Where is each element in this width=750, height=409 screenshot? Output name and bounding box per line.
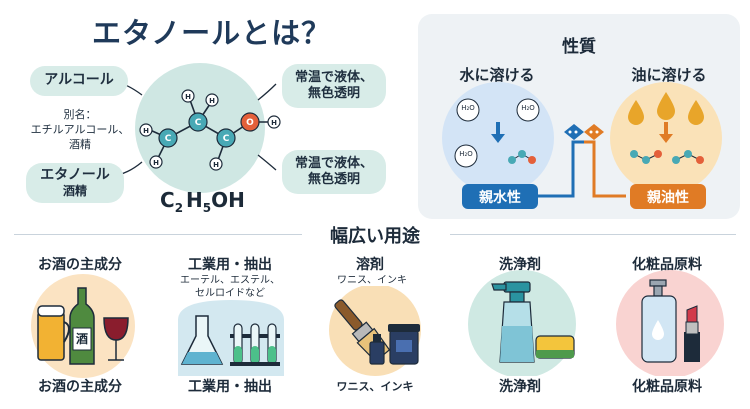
solubility-diagram: [442, 82, 722, 198]
uses-divider-right: [450, 234, 736, 235]
svg-text:C: C: [223, 134, 230, 144]
use-head-liquor: お酒の主成分: [38, 257, 122, 273]
svg-text:H: H: [185, 93, 191, 101]
solvent-illustration: [329, 286, 421, 376]
use-foot-solvent: ワニス、インキ: [336, 380, 414, 393]
pill-state-2-line1: 常温で液体、: [294, 155, 373, 171]
sake-bottle-label: 酒: [75, 332, 88, 346]
formula-c-sub: 2: [174, 201, 184, 215]
formula-h: H: [186, 188, 203, 212]
liquor-illustration: [31, 274, 135, 378]
use-foot-cleaner: 洗浄剤: [499, 379, 541, 395]
hydrogen-atom-3: H: [181, 89, 195, 103]
carbon-atom-2: C: [188, 112, 208, 132]
use-sub-industrial-1: エーテル、エステル、: [180, 275, 280, 286]
properties-title: 性質: [562, 37, 596, 57]
oxygen-atom: O: [240, 112, 260, 132]
use-head-cosmetics: 化粧品原料: [632, 257, 702, 273]
use-foot-cosmetics: 化粧品原料: [632, 379, 702, 395]
use-sub-solvent: ワニス、インキ: [337, 275, 407, 286]
lab-glassware-illustration: [178, 300, 284, 376]
svg-text:H: H: [271, 119, 277, 127]
hydrogen-atom-2: H: [149, 155, 163, 169]
use-foot-liquor: お酒の主成分: [38, 379, 122, 395]
formula-c: C: [160, 188, 175, 212]
lipophilic-badge: 親油性: [630, 184, 706, 209]
alias-label: 別名：: [63, 108, 97, 121]
use-head-solvent: 溶剤: [356, 257, 384, 273]
svg-text:H: H: [143, 127, 149, 135]
oil-soluble-label: 油に溶ける: [631, 66, 707, 84]
water-soluble-label: 水に溶ける: [459, 66, 535, 84]
alias-text: 別名： エチルアルコール、 酒精: [22, 108, 138, 153]
pill-state-1-line1: 常温で液体、: [294, 69, 373, 85]
pill-state-1: 常温で液体、 無色透明: [282, 64, 386, 108]
use-foot-industrial: 工業用・抽出: [188, 379, 272, 395]
cosmetics-illustration: [616, 270, 724, 376]
alias-sake: 酒精: [69, 137, 91, 151]
page-title: エタノールとは？: [92, 16, 332, 50]
uses-divider-left: [14, 234, 302, 235]
svg-text:C: C: [195, 118, 202, 128]
alias-names: エチルアルコール、: [30, 122, 130, 136]
pill-ethanol-line1: エタノール: [40, 166, 110, 183]
use-head-cleaner: 洗浄剤: [499, 257, 541, 273]
lipophilic-label: 親油性: [647, 189, 689, 206]
svg-text:C: C: [165, 134, 172, 144]
hydrophilic-label: 親水性: [479, 189, 521, 206]
pill-alcohol-label: アルコール: [44, 72, 114, 89]
hydrogen-atom-4: H: [205, 93, 219, 107]
uses-title: 幅広い用途: [330, 226, 420, 247]
water-molecule-3: H₂O: [459, 150, 473, 158]
pill-ethanol-line2: 酒精: [62, 184, 87, 199]
use-head-industrial: 工業用・抽出: [188, 257, 272, 273]
hydrophilic-badge: 親水性: [462, 184, 538, 209]
atoms-layer: C C C O H H H H H H: [139, 89, 281, 171]
hydrogen-atom-1: H: [139, 123, 153, 137]
formula-oh: OH: [211, 188, 245, 212]
svg-text:O: O: [246, 118, 254, 128]
pill-alcohol: アルコール: [30, 66, 128, 96]
pill-state-2: 常温で液体、 無色透明: [282, 150, 386, 194]
pill-state-1-line2: 無色透明: [307, 86, 360, 101]
formula-h-sub: 5: [202, 201, 212, 215]
svg-text:H: H: [153, 159, 159, 167]
hydrogen-atom-6: H: [267, 115, 281, 129]
pill-state-2-line2: 無色透明: [307, 172, 360, 187]
hydrogen-atom-5: H: [209, 157, 223, 171]
use-sub-industrial: エーテル、エステル、 セルロイドなど: [160, 274, 300, 300]
pill-ethanol: エタノール 酒精: [26, 163, 124, 203]
svg-text:H: H: [213, 161, 219, 169]
water-molecule-2: H₂O: [521, 104, 535, 112]
svg-text:H: H: [209, 97, 215, 105]
carbon-atom-3: C: [216, 128, 236, 148]
water-molecule-1: H₂O: [461, 104, 475, 112]
use-sub-industrial-2: セルロイドなど: [195, 288, 265, 299]
carbon-atom-1: C: [158, 128, 178, 148]
cleaner-illustration: [468, 270, 576, 376]
